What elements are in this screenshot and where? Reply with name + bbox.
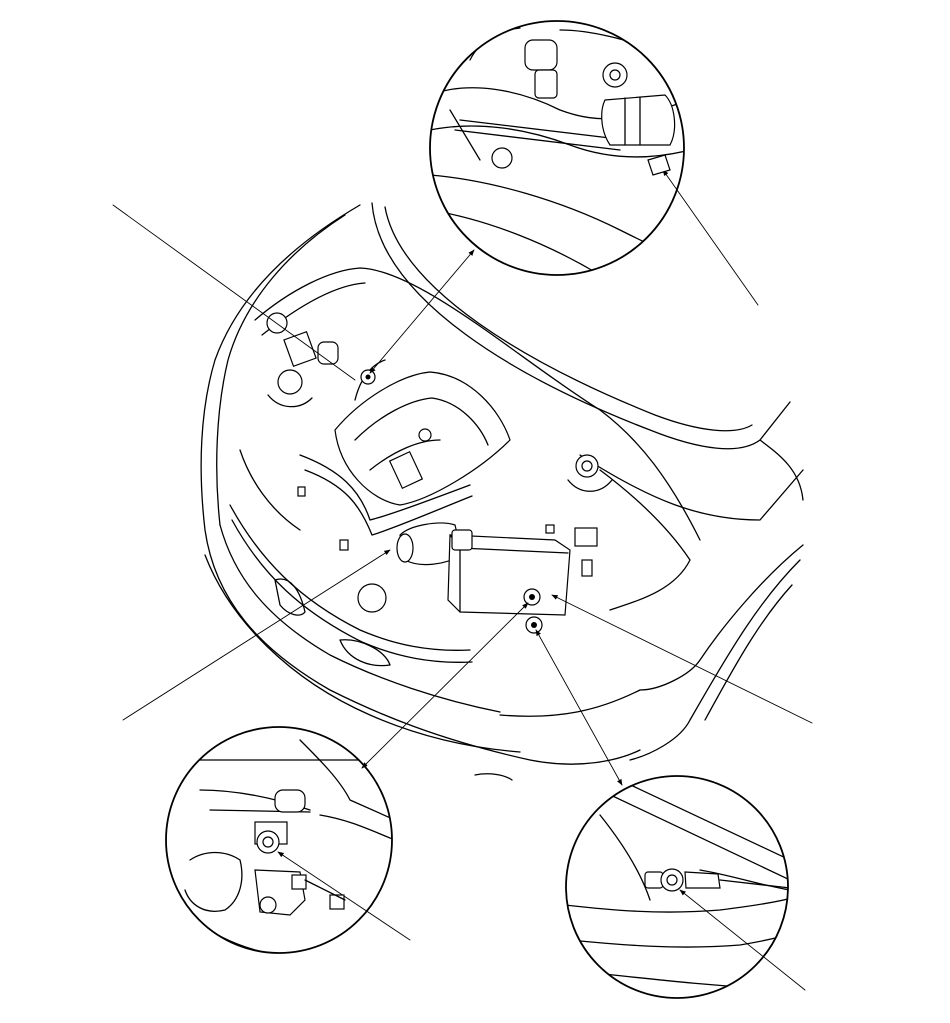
engine-bay-edge [254, 267, 701, 541]
wiring-harness [299, 454, 471, 521]
link-to-bottom-right-detail [535, 629, 623, 786]
leader-top-circle-right [662, 169, 759, 306]
callout-lines [112, 169, 813, 991]
lower-left-detail-border [165, 726, 393, 954]
body-outline [200, 204, 641, 765]
intake-duct [396, 522, 463, 566]
right-strut-tower [567, 454, 613, 492]
lower-left-detail [165, 726, 393, 954]
upper-detail-border [429, 20, 685, 276]
right-fender [579, 454, 804, 521]
fog-light-opening [274, 578, 306, 616]
leader-middle-left [122, 549, 391, 721]
leader-middle-right [551, 594, 813, 724]
upper-right-detail [429, 20, 685, 276]
left-strut-tower [266, 312, 339, 408]
radiator-cap [357, 583, 387, 613]
vehicle-front-view [200, 202, 804, 781]
engine-cover [334, 359, 511, 506]
leader-upper-left [112, 204, 356, 381]
battery-box [447, 527, 598, 616]
lower-right-detail [565, 775, 789, 999]
lower-right-detail-border [565, 775, 789, 999]
link-to-top-detail [369, 249, 475, 374]
link-to-bottom-left-detail [361, 602, 529, 769]
leader-bottom-right-circle [679, 889, 806, 991]
